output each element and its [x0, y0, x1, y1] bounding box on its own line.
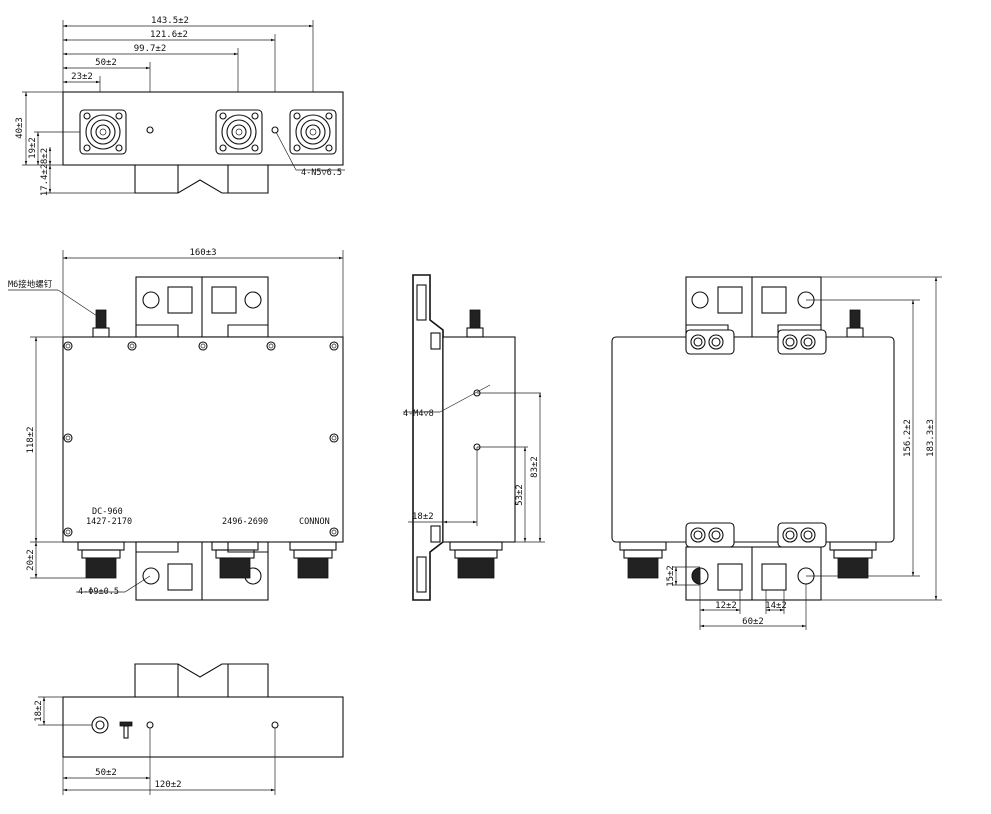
front-connectors: [77, 541, 337, 579]
dim-60: 60±2: [742, 617, 764, 627]
dim-18-bottom: 18±2: [34, 700, 44, 722]
dim-50-top: 50±2: [95, 58, 117, 68]
rear-view: 156.2±2 183.3±3 15±2 12±2 14±2 60±2: [611, 276, 942, 630]
note-m4-holes: 4-M4▽8: [403, 409, 434, 419]
side-view: 4-M4▽8 18±2 53±2 83±2: [403, 274, 545, 601]
dim-23: 23±2: [71, 72, 93, 82]
dim-12: 12±2: [715, 601, 737, 611]
dim-143-5: 143.5±2: [151, 16, 189, 26]
dim-120: 120±2: [154, 780, 181, 790]
dim-53: 53±2: [515, 484, 525, 506]
dim-83: 83±2: [530, 456, 540, 478]
port-label-dc-960: DC-960: [92, 507, 123, 517]
dim-18-side: 18±2: [412, 512, 434, 522]
dim-156-2: 156.2±2: [903, 419, 913, 457]
port-label-2496-2690: 2496-2690: [222, 517, 268, 527]
note-top-holes: 4-N5▽6.5: [301, 168, 342, 178]
dim-40: 40±3: [15, 117, 25, 139]
port-label-1427-2170: 1427-2170: [86, 517, 132, 527]
dim-160: 160±3: [189, 248, 216, 258]
dim-118: 118±2: [26, 426, 36, 453]
note-front-holes: 4-Φ9±0.5: [78, 587, 119, 597]
dim-121-6: 121.6±2: [150, 30, 188, 40]
port-label-connon: CONNON: [299, 517, 330, 527]
front-screws: [63, 341, 339, 537]
top-connector-3: [289, 109, 337, 155]
note-m6-screw: M6接地螺钉: [8, 279, 53, 290]
dim-17-4: 17.4±2: [40, 164, 50, 197]
top-view: 143.5±2 121.6±2 99.7±2 50±2 23±2: [15, 16, 345, 196]
dim-20: 20±2: [26, 549, 36, 571]
bottom-view: 18±2 50±2 120±2: [34, 663, 344, 795]
dim-183-3: 183.3±3: [926, 419, 936, 457]
dim-50-bottom: 50±2: [95, 768, 117, 778]
dim-99-7: 99.7±2: [134, 44, 167, 54]
top-connector-2: [215, 109, 263, 155]
front-view: 160±3 M6接地螺钉 DC-960 1427-21: [8, 248, 344, 601]
dim-19: 19±2: [28, 137, 38, 159]
dim-15: 15±2: [666, 565, 676, 587]
dim-8: 8±2: [40, 148, 50, 164]
dim-14: 14±2: [765, 601, 787, 611]
